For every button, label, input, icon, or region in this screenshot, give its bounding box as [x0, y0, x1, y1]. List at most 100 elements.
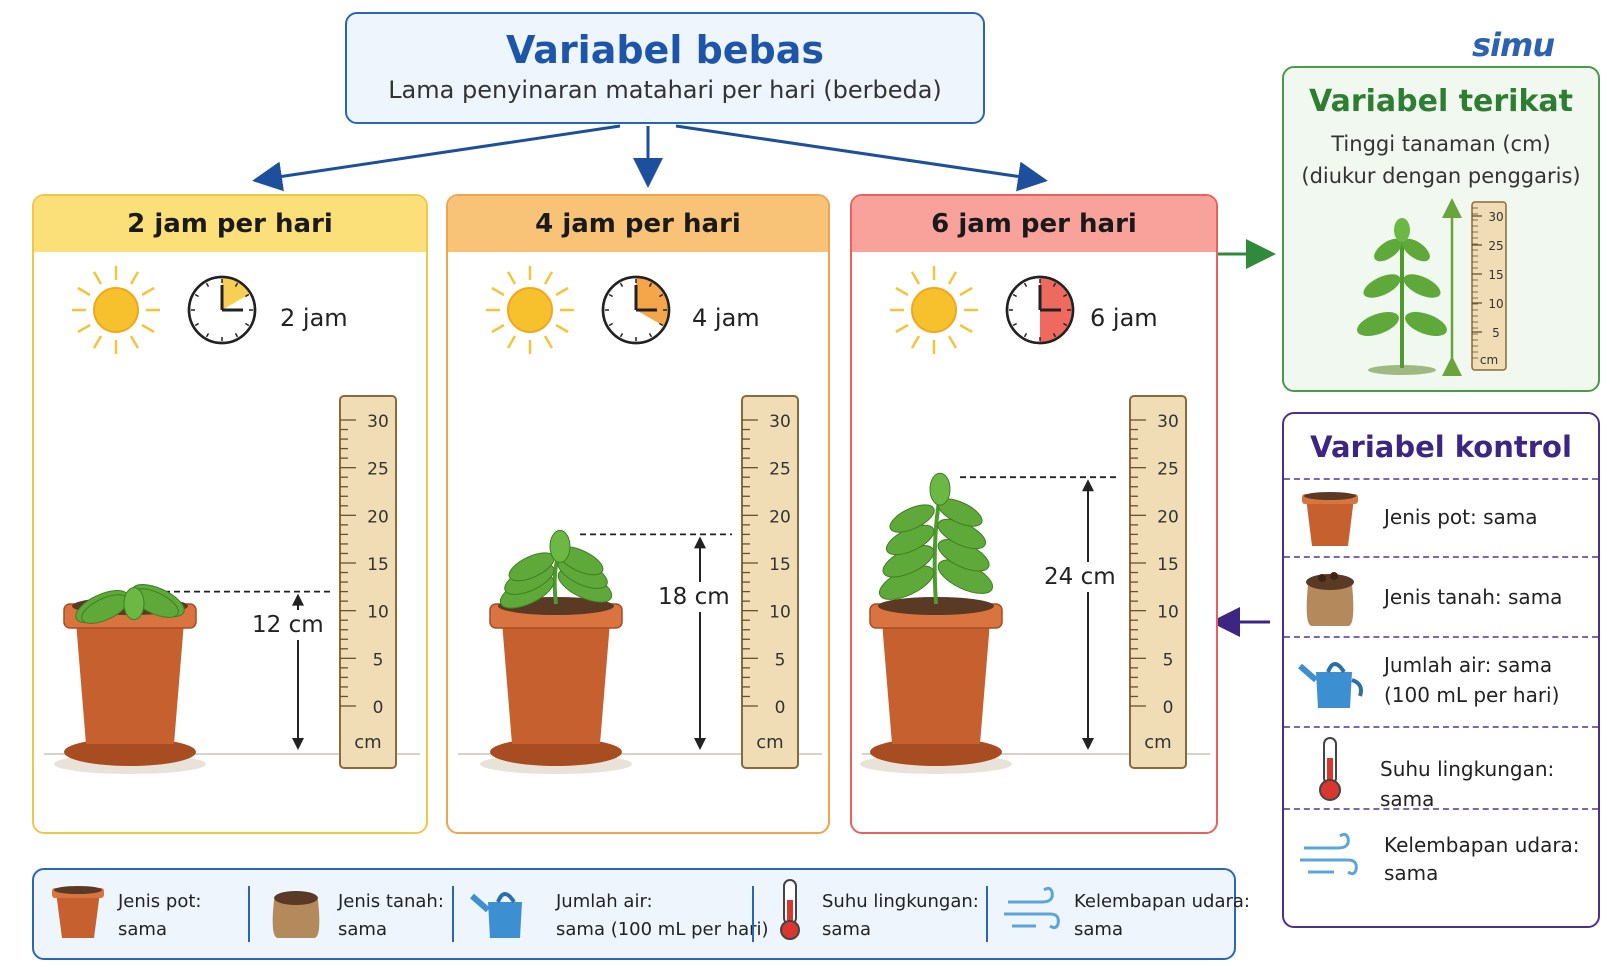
ruler-tick-label: 10 — [367, 603, 389, 623]
wind-icon — [1300, 832, 1358, 876]
soil-bag-icon — [272, 891, 320, 938]
strip-item-text: Kelembapan udara:sama — [1074, 891, 1250, 940]
strip-divider — [248, 886, 250, 942]
dependent-variable-line2: (diukur dengan penggaris) — [1301, 164, 1581, 188]
control-summary-strip: Jenis pot:sama Jenis tanah:sama Jumlah a… — [32, 868, 1250, 960]
plant-icon — [878, 472, 994, 605]
control-item-text: Jumlah air: sama — [1384, 653, 1553, 677]
mini-ruler-label: 25 — [1488, 239, 1503, 253]
ruler-tick-label: 15 — [769, 555, 791, 575]
strip-item-text: Jenis tanah:sama — [338, 891, 444, 940]
sun-icon — [72, 266, 160, 354]
panel-6-hours: 6 jam per hari 30 25 20 15 10 5 0 cm 6 jam 24 c… — [850, 194, 1218, 834]
clock-icon — [187, 275, 257, 345]
control-item-text-2: sama — [1384, 861, 1439, 885]
sprout-icon — [1357, 218, 1447, 375]
ruler-tick-label: 15 — [367, 555, 389, 575]
panel-illustration: 30 25 20 15 10 5 0 cm — [860, 266, 1210, 774]
height-label: 12 cm — [252, 610, 324, 640]
control-item-text: Jenis pot: sama — [1384, 505, 1538, 529]
ruler-tick-label: 20 — [769, 507, 791, 527]
ruler-tick-label: 30 — [1157, 412, 1179, 432]
dependent-variable-title: Variabel terikat — [1309, 84, 1573, 119]
mini-ruler-label: 10 — [1488, 297, 1503, 311]
clock-label: 6 jam — [1090, 304, 1158, 332]
strip-item-text: Jumlah air:sama (100 mL per hari) — [556, 891, 769, 940]
control-item-water: Jumlah air: sama (100 mL per hari) — [1284, 636, 1598, 728]
ruler-body — [1129, 395, 1187, 769]
strip-item-text: Jenis pot:sama — [118, 891, 202, 940]
ruler-unit-label: cm — [354, 732, 381, 753]
wind-icon — [1004, 886, 1060, 930]
ruler-tick-label: 15 — [1157, 555, 1179, 575]
control-item-text-2: (100 mL per hari) — [1384, 683, 1560, 707]
independent-variable-box: Variabel bebas Lama penyinaran matahari … — [345, 12, 985, 124]
ruler-tick-label: 25 — [367, 460, 389, 480]
arrow-head-down — [694, 738, 706, 750]
control-item-text: Suhu lingkungan: sama — [1380, 757, 1555, 811]
clock-icon — [1005, 275, 1075, 345]
sun-icon — [486, 266, 574, 354]
arrow-head-up — [1082, 479, 1094, 492]
ruler-body — [339, 395, 397, 769]
ruler-tick-label: 25 — [1157, 460, 1179, 480]
simu-logo: simu — [1472, 26, 1555, 64]
pot-icon — [52, 886, 104, 938]
ruler-tick-label: 20 — [1157, 507, 1179, 527]
strip-item-text: Suhu lingkungan:sama — [822, 891, 979, 940]
plant-icon — [75, 583, 185, 624]
watering-can-icon — [1298, 662, 1363, 708]
arrow-head-up — [694, 536, 706, 549]
control-item-humidity: Kelembapan udara: sama — [1284, 808, 1598, 914]
panel-title: 4 jam per hari — [448, 196, 828, 252]
pot-icon — [480, 597, 632, 774]
arrow-head-up — [292, 593, 304, 606]
clock-icon — [601, 275, 671, 345]
ruler-tick-label: 10 — [1157, 603, 1179, 623]
watering-can-icon — [470, 892, 522, 938]
dependent-variable-box: Variabel terikat Tinggi tanaman (cm) (di… — [1282, 66, 1600, 392]
control-item-temperature: Suhu lingkungan: sama — [1284, 726, 1598, 811]
dependent-variable-line1: Tinggi tanaman (cm) — [1331, 132, 1551, 156]
height-label: 24 cm — [1044, 562, 1116, 592]
panel-title: 6 jam per hari — [852, 196, 1216, 252]
leaf — [929, 472, 951, 506]
arrow-to-panel-1 — [252, 124, 621, 192]
ruler-tick-label: 0 — [373, 698, 384, 718]
strip-item-soil: Jenis tanah:sama — [266, 870, 456, 958]
clock-label: 2 jam — [280, 304, 348, 332]
strip-item-water: Jumlah air:sama (100 mL per hari) — [470, 870, 769, 958]
strip-item-temperature: Suhu lingkungan:sama — [770, 870, 990, 958]
ruler-tick-label: 5 — [373, 650, 384, 670]
mini-ruler-unit: cm — [1480, 353, 1498, 367]
ruler-unit-label: cm — [1144, 732, 1171, 753]
ruler-tick-label: 0 — [1163, 698, 1174, 718]
control-item-text: Kelembapan udara: — [1384, 833, 1580, 857]
ruler-tick-label: 30 — [769, 412, 791, 432]
strip-divider — [452, 886, 454, 942]
arrow-head-down — [1082, 738, 1094, 750]
clock-label: 4 jam — [692, 304, 760, 332]
plant-icon — [499, 529, 613, 609]
control-item-pot: Jenis pot: sama — [1284, 478, 1598, 558]
pot-icon — [1302, 492, 1358, 546]
pot-icon — [54, 597, 206, 774]
thermometer-icon — [1319, 737, 1341, 801]
sun-icon — [890, 266, 978, 354]
ruler-tick-label: 30 — [367, 412, 389, 432]
ruler-unit-label: cm — [756, 732, 783, 753]
ruler-tick-label: 10 — [769, 603, 791, 623]
control-item-soil: Jenis tanah: sama — [1284, 556, 1598, 638]
height-label: 18 cm — [658, 582, 730, 612]
leaf — [123, 587, 145, 621]
strip-divider — [986, 886, 988, 942]
ruler-tick-label: 5 — [1163, 650, 1174, 670]
arrow-head-down — [292, 738, 304, 750]
